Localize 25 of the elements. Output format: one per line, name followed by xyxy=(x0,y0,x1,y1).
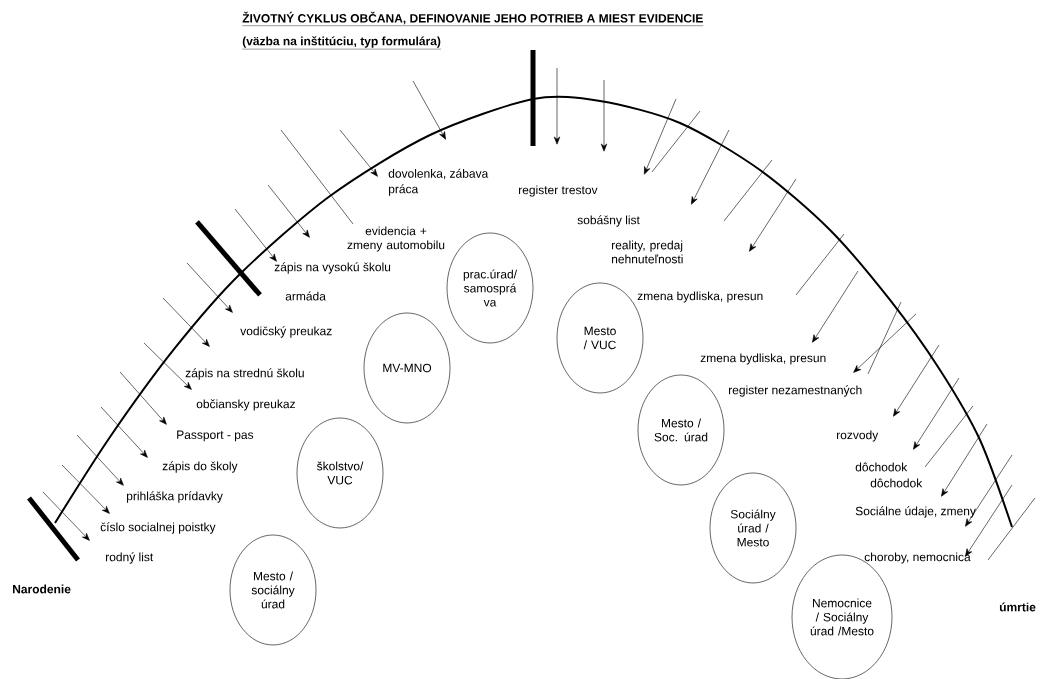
event-label: zmena bydliska, presun xyxy=(700,353,826,365)
stage-label: Narodenie xyxy=(13,584,71,594)
event-label: evidencia + zmeny automobilu xyxy=(347,226,445,252)
event-label: Passport - pas xyxy=(177,430,254,442)
event-label: sobášny list xyxy=(577,215,640,227)
event-label: dôchodok xyxy=(855,462,908,472)
stage-label: úmrtie xyxy=(999,602,1036,612)
event-label: rozvody xyxy=(837,430,879,442)
title: ŽIVOTNÝ CYKLUS OBČANA, DEFINOVANIE JEHO POTRIEB A MIEST EVIDENCIE xyxy=(242,11,704,26)
event-label: vodičský preukaz xyxy=(240,326,332,338)
event-label: zápis na vysokú školu xyxy=(274,262,391,274)
event-label: rodný list xyxy=(106,552,154,564)
event-label: dovolenka, zábava xyxy=(388,168,489,180)
event-label: práca xyxy=(389,184,419,196)
event-label: armáda xyxy=(285,291,326,301)
event-label: Sociálne údaje, zmeny xyxy=(855,506,976,518)
event-label: register trestov xyxy=(519,185,598,197)
event-label: občiansky preukaz xyxy=(196,399,295,411)
subtitle: (väzba na inštitúciu, typ formulára) xyxy=(242,36,442,50)
event-label: dôchodok xyxy=(870,478,923,488)
event-label: číslo socialnej poistky xyxy=(100,522,216,534)
event-label: reality, predaj nehnuteľnosti xyxy=(612,240,683,264)
event-label: prihláška prídavky xyxy=(127,491,223,503)
event-label: zápis do školy xyxy=(162,461,238,473)
event-label: zápis na strednú školu xyxy=(185,368,304,380)
